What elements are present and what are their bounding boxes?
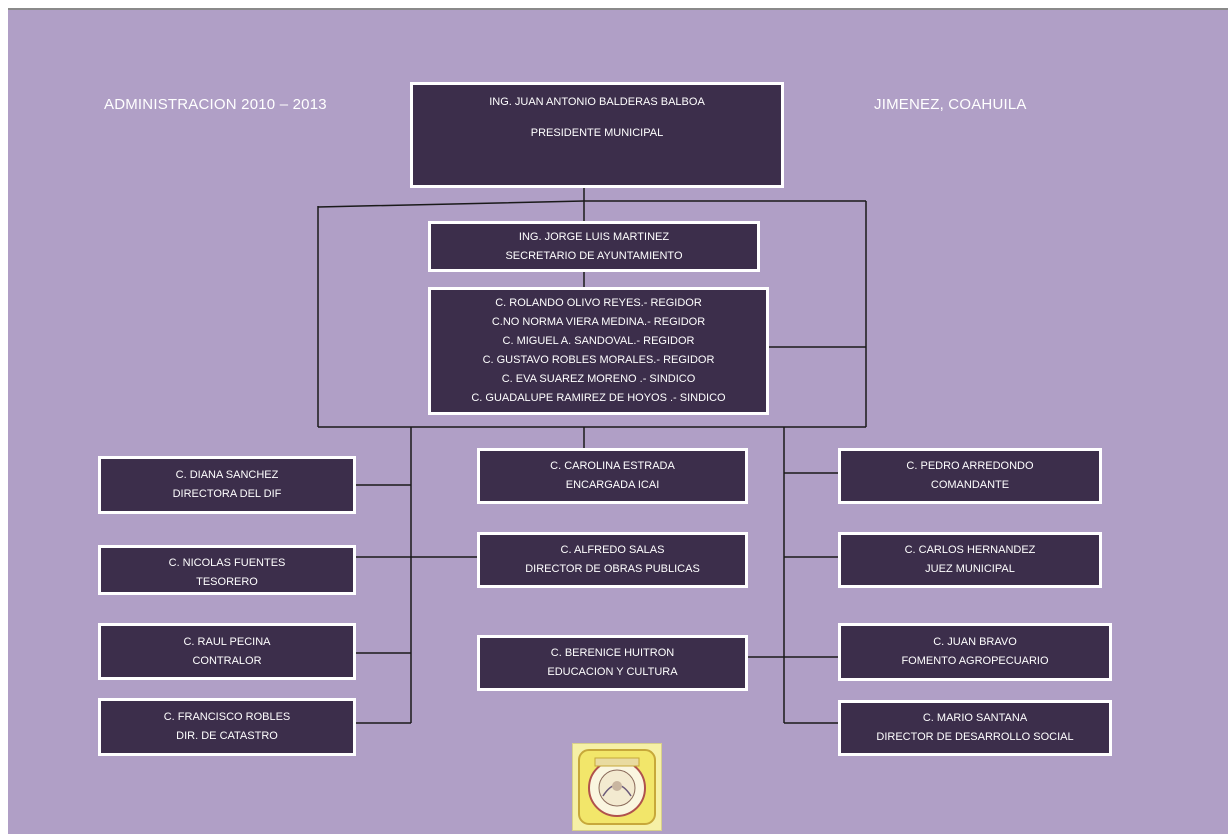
comandante-box: C. PEDRO ARREDONDO COMANDANTE [838,448,1102,504]
president-role: PRESIDENTE MUNICIPAL [530,127,664,139]
municipal-seal-icon [572,743,662,831]
secretary-role: SECRETARIO DE AYUNTAMIENTO [505,249,683,262]
connector-lines [317,188,867,724]
comandante-name: C. PEDRO ARREDONDO [906,460,1034,472]
icai-name: C. CAROLINA ESTRADA [550,460,675,472]
agro-role: FOMENTO AGROPECUARIO [901,655,1049,667]
tesorero-role: TESORERO [196,576,258,588]
contralor-box: C. RAUL PECINA CONTRALOR [98,623,356,680]
council-member: C. GUADALUPE RAMIREZ DE HOYOS .- SINDICO [471,392,726,404]
contralor-name: C. RAUL PECINA [183,635,271,648]
administration-period: ADMINISTRACION 2010 – 2013 [104,96,327,113]
secretary-box: ING. JORGE LUIS MARTINEZ SECRETARIO DE A… [428,221,760,272]
educacion-name: C. BERENICE HUITRON [550,647,675,659]
president-name: ING. JUAN ANTONIO BALDERAS BALBOA [489,96,705,108]
obras-box: C. ALFREDO SALAS DIRECTOR DE OBRAS PUBLI… [477,532,748,588]
educacion-role: EDUCACION Y CULTURA [547,666,678,678]
catastro-name: C. FRANCISCO ROBLES [163,711,291,723]
juez-name: C. CARLOS HERNANDEZ [904,544,1036,556]
council-member: C. GUSTAVO ROBLES MORALES.- REGIDOR [482,354,715,366]
dif-role: DIRECTORA DEL DIF [172,488,282,500]
council-member: C. MIGUEL A. SANDOVAL.- REGIDOR [502,335,695,347]
obras-role: DIRECTOR DE OBRAS PUBLICAS [525,563,700,575]
catastro-box: C. FRANCISCO ROBLES DIR. DE CATASTRO [98,698,356,756]
secretary-name: ING. JORGE LUIS MARTINEZ [518,230,670,243]
dif-box: C. DIANA SANCHEZ DIRECTORA DEL DIF [98,456,356,514]
educacion-box: C. BERENICE HUITRON EDUCACION Y CULTURA [477,635,748,691]
tesorero-name: C. NICOLAS FUENTES [168,557,286,569]
council-member: C. EVA SUAREZ MORENO .- SINDICO [501,373,696,385]
obras-name: C. ALFREDO SALAS [560,544,665,556]
agro-name: C. JUAN BRAVO [933,636,1017,648]
council-member: C.NO NORMA VIERA MEDINA.- REGIDOR [491,316,706,328]
municipality-name: JIMENEZ, COAHUILA [874,96,1027,113]
tesorero-box: C. NICOLAS FUENTES TESORERO [98,545,356,595]
comandante-role: COMANDANTE [930,479,1010,491]
social-role: DIRECTOR DE DESARROLLO SOCIAL [876,731,1074,743]
council-box: C. ROLANDO OLIVO REYES.- REGIDOR C.NO NO… [428,287,769,415]
council-member: C. ROLANDO OLIVO REYES.- REGIDOR [495,297,702,309]
contralor-role: CONTRALOR [192,654,262,667]
agro-box: C. JUAN BRAVO FOMENTO AGROPECUARIO [838,623,1112,681]
dif-name: C. DIANA SANCHEZ [175,469,279,481]
icai-role: ENCARGADA ICAI [565,479,660,491]
social-name: C. MARIO SANTANA [922,712,1028,724]
social-box: C. MARIO SANTANA DIRECTOR DE DESARROLLO … [838,700,1112,756]
juez-role: JUEZ MUNICIPAL [925,563,1015,575]
catastro-role: DIR. DE CATASTRO [176,730,278,742]
juez-box: C. CARLOS HERNANDEZ JUEZ MUNICIPAL [838,532,1102,588]
org-chart-canvas: ADMINISTRACION 2010 – 2013 JIMENEZ, COAH… [8,8,1228,834]
president-box: ING. JUAN ANTONIO BALDERAS BALBOA PRESID… [410,82,784,188]
icai-box: C. CAROLINA ESTRADA ENCARGADA ICAI [477,448,748,504]
